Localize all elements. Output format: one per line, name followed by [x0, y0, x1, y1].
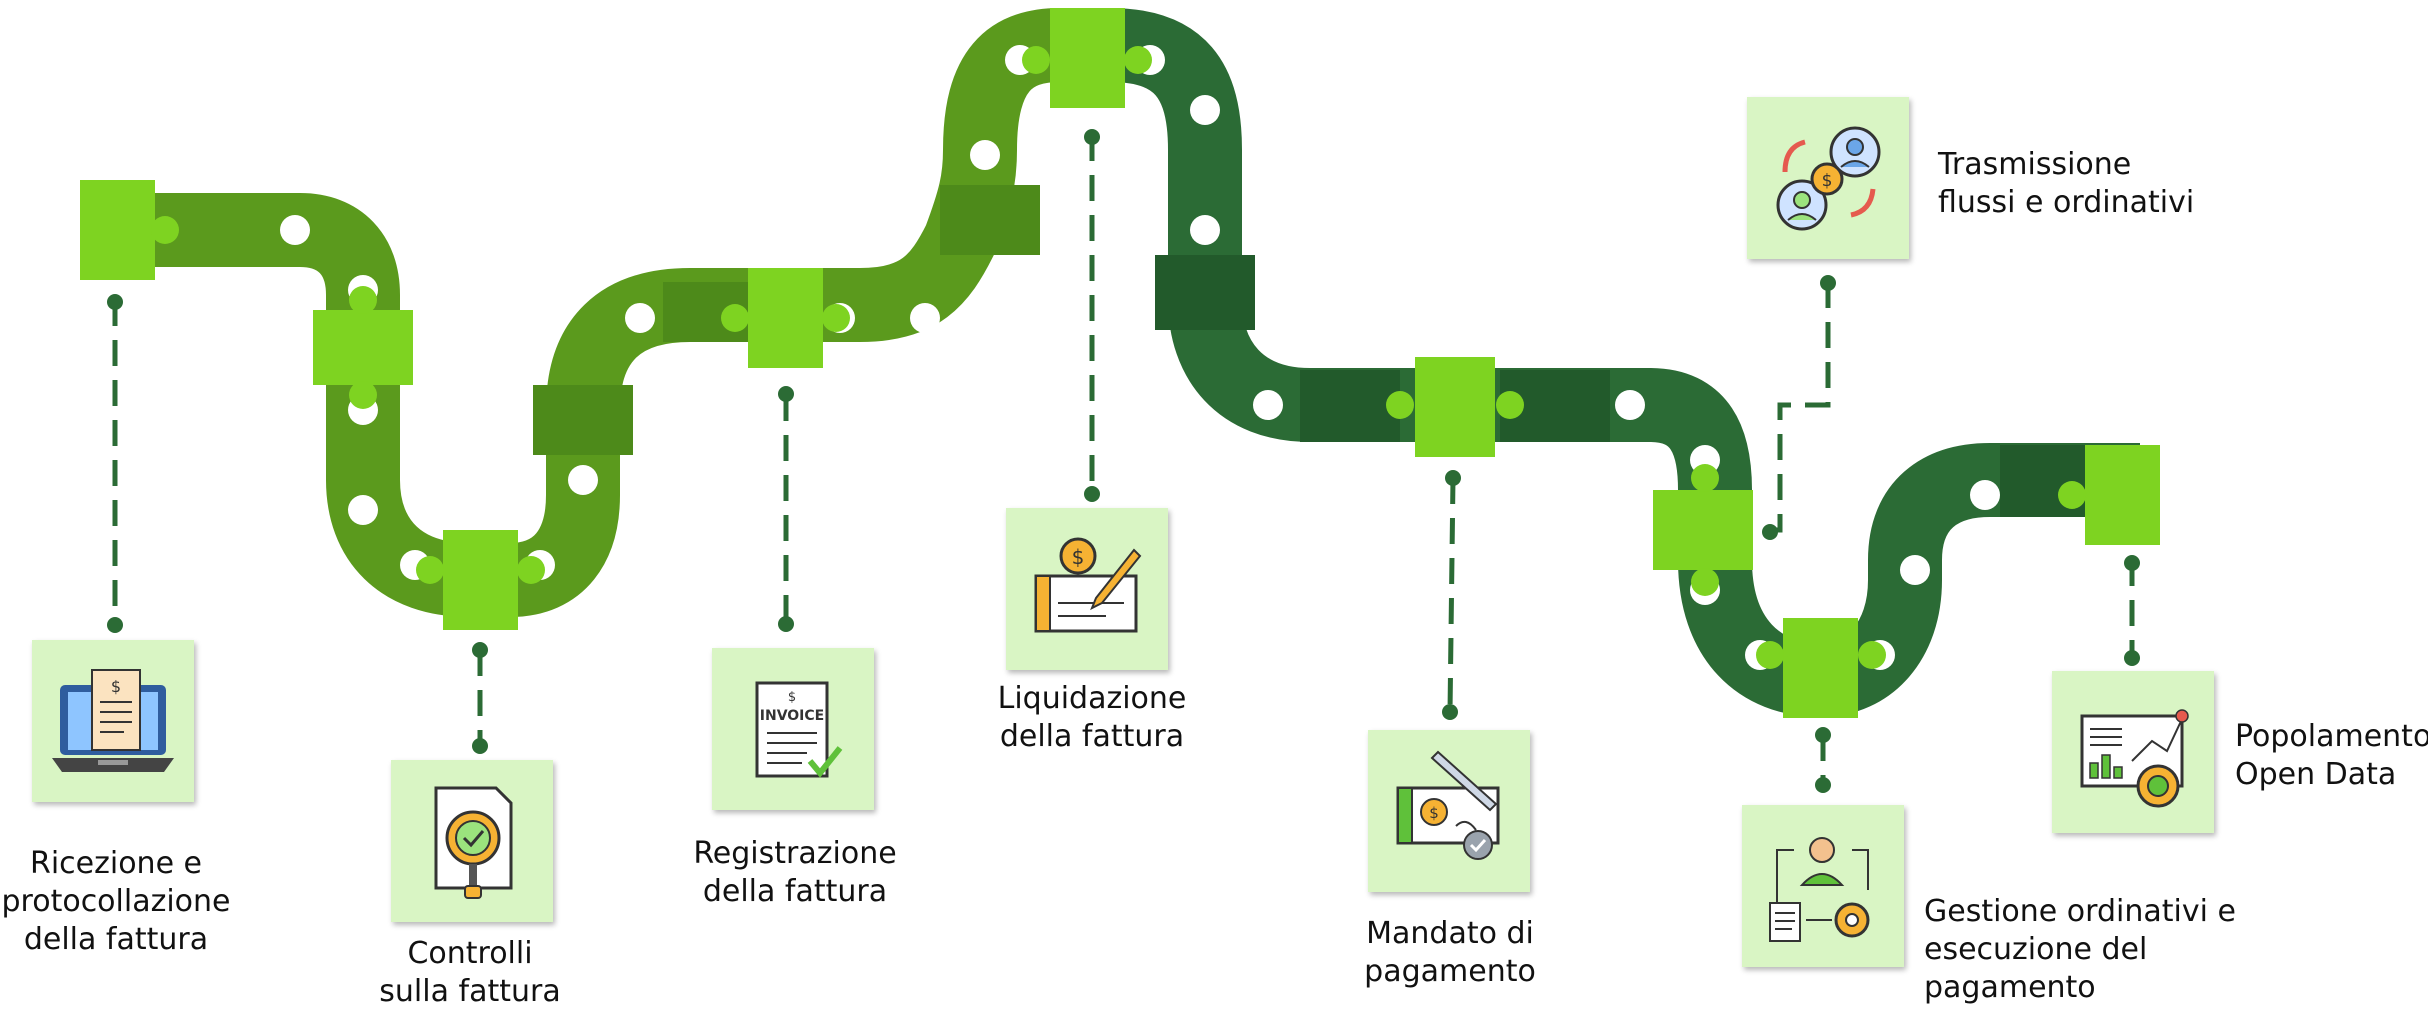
analytics-icon: [2080, 709, 2189, 808]
svg-text:$: $: [111, 677, 121, 696]
workflow-icon: [1769, 837, 1870, 942]
step-label-3: Registrazione della fattura: [693, 836, 897, 909]
card-popolamento: [2052, 671, 2214, 833]
connector-6: [1770, 282, 1831, 533]
step-label-5: Mandato di pagamento: [1364, 916, 1536, 989]
svg-text:$: $: [1822, 171, 1833, 191]
card-liquidazione: $: [1006, 508, 1168, 670]
step-label-7: Gestione ordinativi e esecuzione del pag…: [1924, 894, 2236, 1005]
card-controlli: [391, 760, 553, 922]
svg-text:$: $: [1429, 804, 1439, 822]
payment-mandate-icon: $: [1396, 750, 1500, 860]
money-transfer-icon: $: [1776, 126, 1881, 231]
step-label-4: Liquidazione della fattura: [997, 681, 1187, 754]
step-label-6: Trasmissione flussi e ordinativi: [1938, 147, 2195, 220]
card-gestione: [1742, 805, 1904, 967]
card-registrazione: $ INVOICE: [712, 648, 874, 810]
step-label-8: Popolamento Open Data: [2235, 719, 2428, 792]
document-check-icon: [434, 786, 513, 899]
laptop-invoice-icon: $: [52, 669, 174, 772]
step-label-2: Controlli sulla fattura: [379, 936, 561, 1009]
svg-text:INVOICE: INVOICE: [760, 708, 824, 724]
invoice-icon: $ INVOICE: [755, 681, 843, 778]
step-label-1: Ricezione e protocollazione della fattur…: [1, 846, 231, 957]
svg-text:$: $: [1072, 545, 1085, 569]
svg-text:$: $: [788, 690, 796, 705]
card-trasmissione: $: [1747, 97, 1909, 259]
check-writing-icon: $: [1034, 537, 1142, 633]
card-ricezione: $: [32, 640, 194, 802]
pipe-segment-1: [115, 8, 1097, 617]
card-mandato: $: [1368, 730, 1530, 892]
connector-5: [1447, 477, 1456, 713]
pipe-segment-2: [1073, 8, 2140, 717]
